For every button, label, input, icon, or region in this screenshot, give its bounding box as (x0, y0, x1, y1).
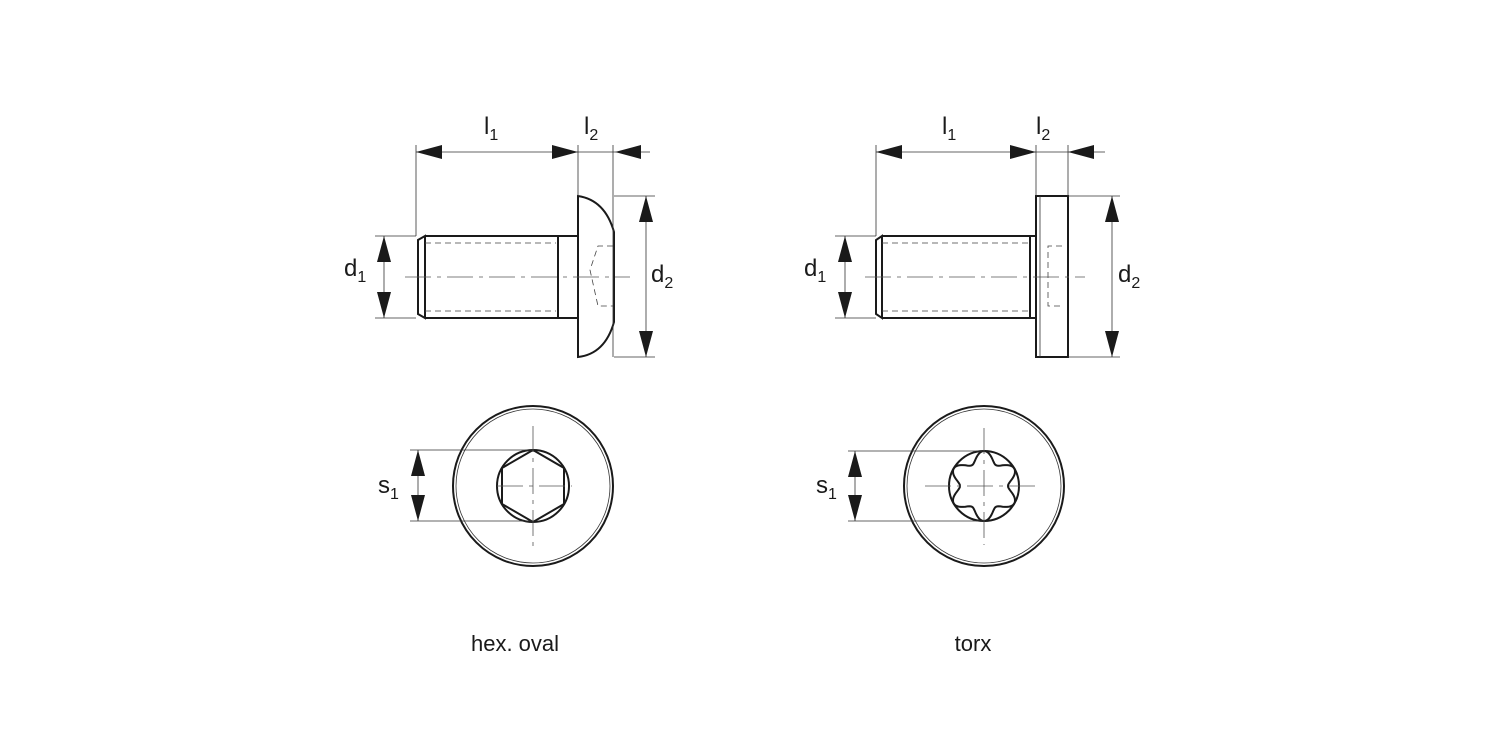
label-d1: d1 (804, 255, 826, 286)
label-l1: l1 (942, 113, 956, 144)
label-d2: d2 (1118, 261, 1140, 292)
label-s1: s1 (378, 472, 399, 503)
caption-hex-oval: hex. oval (471, 631, 559, 656)
label-d1: d1 (344, 255, 366, 286)
label-l1: l1 (484, 113, 498, 144)
label-d2: d2 (651, 261, 673, 292)
label-l2: l2 (1036, 113, 1050, 144)
torx-side-view: l1 l2 d1 d2 (804, 113, 1140, 358)
label-l2: l2 (584, 113, 598, 144)
caption-torx: torx (955, 631, 992, 656)
hex-oval-side-view: l1 l2 d1 d2 (344, 113, 673, 359)
label-s1: s1 (816, 472, 837, 503)
hex-oval-front-view: s1 hex. oval (378, 405, 614, 656)
torx-front-view: s1 torx (816, 405, 1065, 656)
